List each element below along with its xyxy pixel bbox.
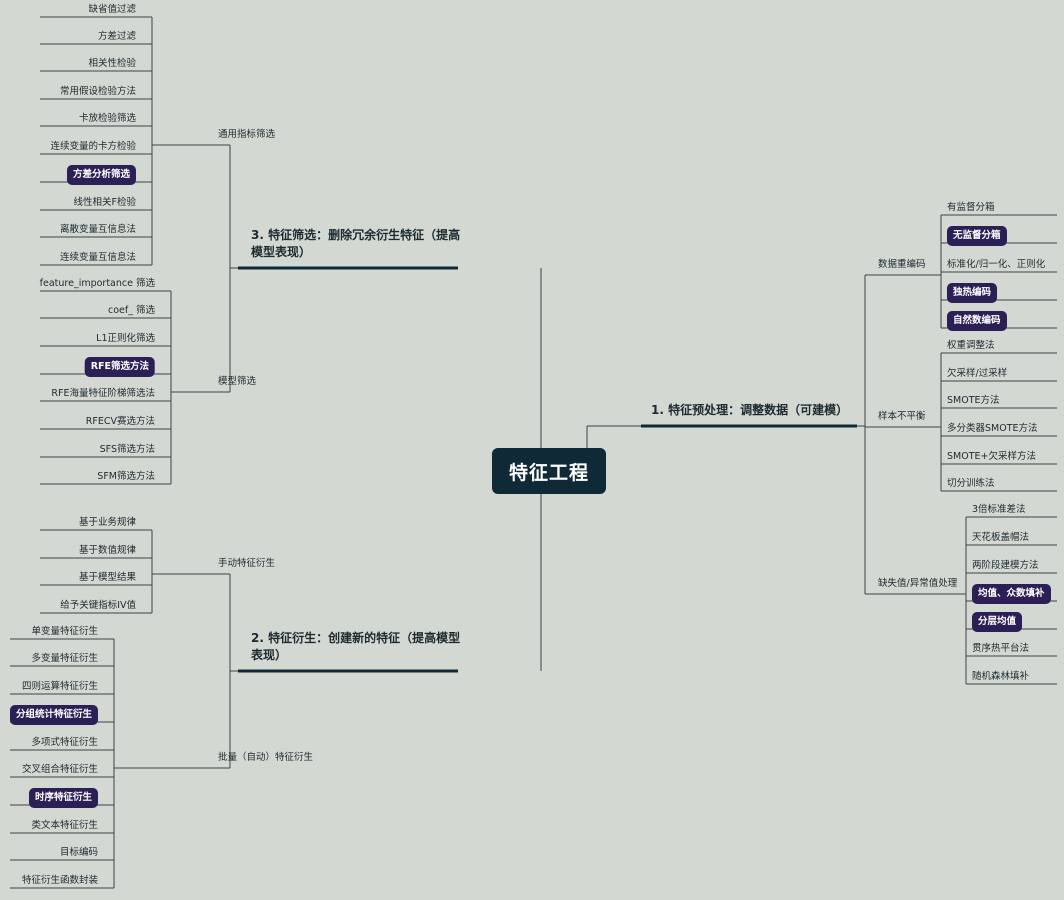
- highlighted-leaf-node[interactable]: 均值、众数填补: [972, 584, 1051, 604]
- leaf-node[interactable]: 给予关键指标IV值: [60, 600, 136, 611]
- leaf-node[interactable]: 常用假设检验方法: [59, 86, 136, 97]
- leaf-node[interactable]: 天花板盖帽法: [972, 532, 1030, 543]
- leaf-node[interactable]: L1正则化筛选: [96, 333, 155, 344]
- leaf-node[interactable]: 类文本特征衍生: [31, 820, 98, 831]
- leaf-node[interactable]: 切分训练法: [947, 478, 995, 489]
- group-label-3-1[interactable]: 通用指标筛选: [218, 129, 276, 140]
- leaf-node[interactable]: SFM筛选方法: [97, 471, 155, 482]
- leaf-node[interactable]: 单变量特征衍生: [31, 626, 98, 637]
- group-label-2-2[interactable]: 批量（自动）特征衍生: [218, 752, 314, 763]
- leaf-node[interactable]: 多项式特征衍生: [31, 737, 98, 748]
- leaf-node[interactable]: 基于业务规律: [78, 517, 136, 528]
- highlighted-leaf-node[interactable]: 分层均值: [972, 612, 1023, 632]
- leaf-node[interactable]: 随机森林填补: [972, 671, 1030, 682]
- leaf-node[interactable]: 多分类器SMOTE方法: [947, 423, 1038, 434]
- leaf-node[interactable]: feature_importance 筛选: [39, 278, 155, 289]
- leaf-node[interactable]: 连续变量互信息法: [59, 252, 136, 263]
- root-node[interactable]: 特征工程: [492, 448, 606, 494]
- group-label-3-2[interactable]: 模型筛选: [218, 376, 257, 387]
- leaf-node[interactable]: RFECV赛选方法: [85, 416, 155, 427]
- leaf-node[interactable]: 有监督分箱: [947, 202, 995, 213]
- highlighted-leaf-node[interactable]: 自然数编码: [947, 311, 1007, 331]
- leaf-node[interactable]: coef_ 筛选: [108, 305, 155, 316]
- leaf-node[interactable]: 方差过滤: [97, 31, 136, 42]
- highlighted-leaf-node[interactable]: 分组统计特征衍生: [9, 705, 98, 725]
- leaf-node[interactable]: 权重调整法: [947, 340, 995, 351]
- leaf-node[interactable]: 卡放检验筛选: [78, 113, 136, 124]
- leaf-node[interactable]: 欠采样/过采样: [947, 368, 1008, 379]
- leaf-node[interactable]: SMOTE+欠采样方法: [947, 451, 1036, 462]
- leaf-node[interactable]: 离散变量互信息法: [59, 224, 136, 235]
- leaf-node[interactable]: 四则运算特征衍生: [21, 681, 98, 692]
- highlighted-leaf-node[interactable]: 时序特征衍生: [28, 788, 98, 808]
- highlighted-leaf-node[interactable]: RFE筛选方法: [84, 357, 155, 377]
- highlighted-leaf-node[interactable]: 独热编码: [947, 283, 998, 303]
- leaf-node[interactable]: 交叉组合特征衍生: [21, 764, 98, 775]
- branch-label-2[interactable]: 2. 特征衍生：创建新的特征（提高模型表现）: [251, 631, 461, 662]
- leaf-node[interactable]: RFE海量特征阶梯筛选法: [51, 388, 155, 399]
- leaf-node[interactable]: 标准化/归一化、正则化: [947, 259, 1046, 270]
- branch-label-3[interactable]: 3. 特征筛选：删除冗余衍生特征（提高模型表现）: [251, 228, 461, 259]
- leaf-node[interactable]: 目标编码: [59, 847, 98, 858]
- highlighted-leaf-node[interactable]: 无监督分箱: [947, 226, 1007, 246]
- leaf-node[interactable]: 贯序热平台法: [972, 643, 1030, 654]
- leaf-node[interactable]: 缺省值过滤: [88, 4, 136, 15]
- leaf-node[interactable]: 基于模型结果: [78, 572, 136, 583]
- group-label-1-2[interactable]: 样本不平衡: [878, 411, 926, 422]
- leaf-node[interactable]: SMOTE方法: [947, 395, 1000, 406]
- leaf-node[interactable]: SFS筛选方法: [99, 444, 155, 455]
- leaf-node[interactable]: 多变量特征衍生: [31, 653, 98, 664]
- group-label-1-3[interactable]: 缺失值/异常值处理: [878, 578, 958, 589]
- highlighted-leaf-node[interactable]: 方差分析筛选: [66, 165, 136, 185]
- branch-label-1[interactable]: 1. 特征预处理：调整数据（可建模）: [651, 403, 849, 417]
- leaf-node[interactable]: 两阶段建模方法: [972, 560, 1039, 571]
- leaf-node[interactable]: 特征衍生函数封装: [21, 875, 98, 886]
- leaf-node[interactable]: 相关性检验: [88, 58, 136, 69]
- leaf-node[interactable]: 线性相关F检验: [73, 197, 136, 208]
- group-label-1-1[interactable]: 数据重编码: [878, 259, 926, 270]
- group-label-2-1[interactable]: 手动特征衍生: [218, 558, 276, 569]
- leaf-node[interactable]: 基于数值规律: [78, 545, 136, 556]
- leaf-node[interactable]: 3倍标准差法: [972, 504, 1026, 515]
- leaf-node[interactable]: 连续变量的卡方检验: [50, 141, 136, 152]
